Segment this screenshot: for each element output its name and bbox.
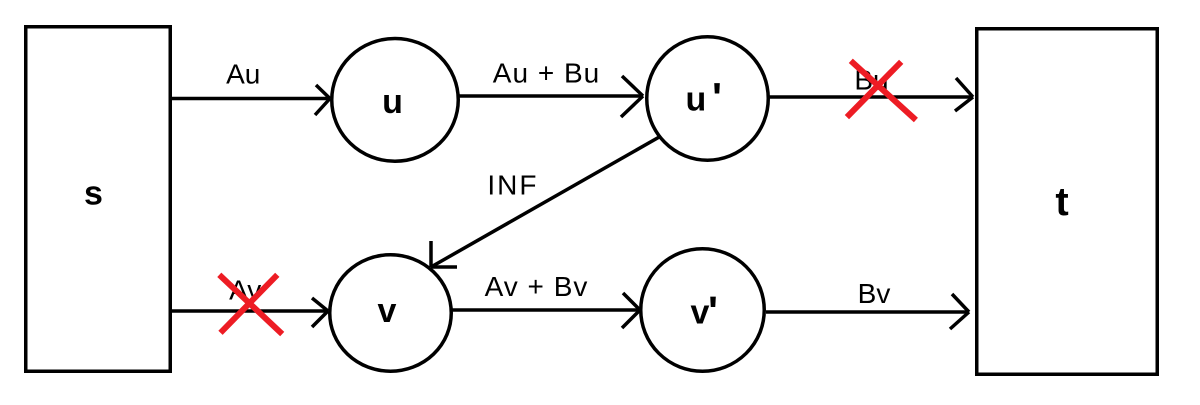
svg-text:u: u [686, 81, 707, 119]
svg-text:Bv: Bv [858, 278, 891, 309]
svg-text:s: s [84, 175, 103, 213]
svg-text:': ' [708, 288, 718, 335]
svg-text:v: v [377, 292, 396, 330]
svg-text:u: u [382, 83, 403, 121]
svg-text:Au: Au [226, 59, 260, 90]
svg-text:Au + Bu: Au + Bu [493, 58, 600, 89]
svg-text:INF: INF [487, 170, 538, 201]
svg-text:v: v [691, 294, 710, 332]
svg-text:Av + Bv: Av + Bv [485, 271, 589, 302]
svg-text:t: t [1055, 180, 1068, 224]
svg-text:': ' [712, 74, 722, 121]
